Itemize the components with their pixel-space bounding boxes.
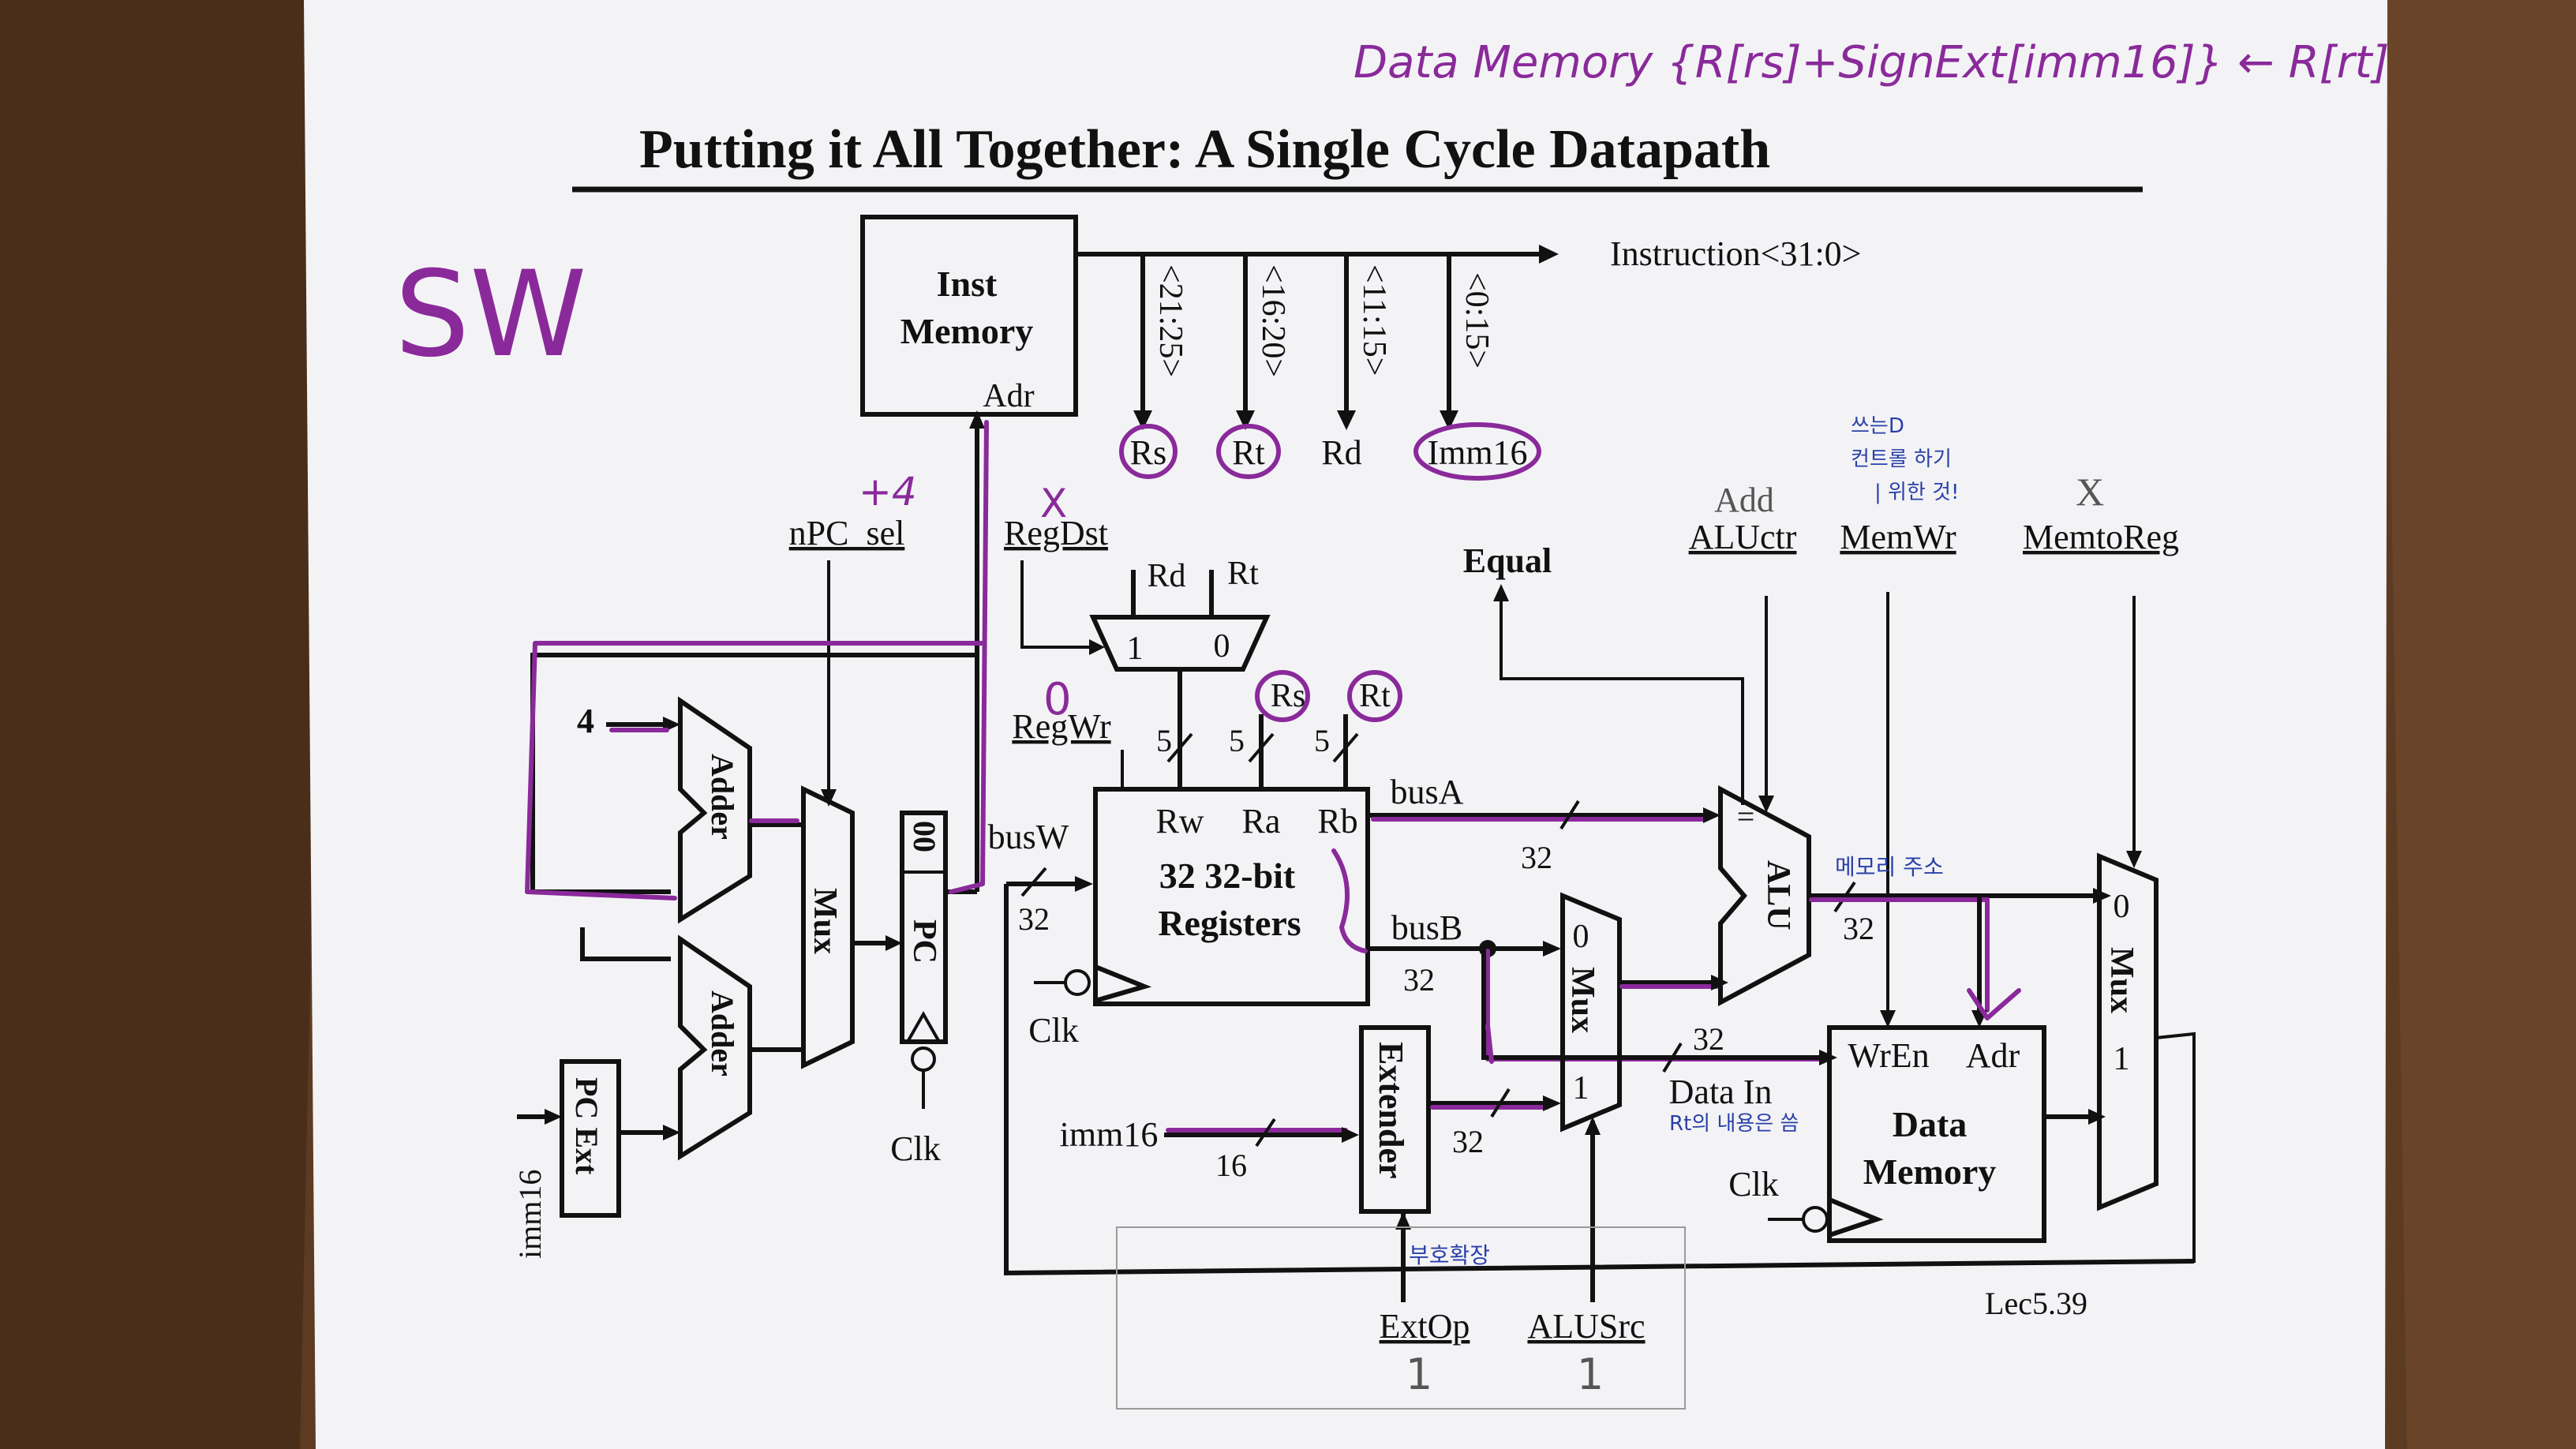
- reg-clk-label: Clk: [1028, 1011, 1079, 1050]
- field-rt-bits: <16:20>: [1255, 264, 1291, 377]
- reg-label-2: Registers: [1158, 903, 1301, 943]
- data-mem-clk-label: Clk: [1728, 1165, 1779, 1204]
- datain-note: Rt의 내용은 씀: [1669, 1112, 1799, 1136]
- extender-note: 부호확장: [1409, 1242, 1490, 1268]
- memtoreg-mux-label: Mux: [2103, 947, 2140, 1013]
- aluctr-value: Add: [1714, 481, 1774, 519]
- extop-label: ExtOp: [1380, 1307, 1470, 1346]
- alusrc-value: 1: [1577, 1350, 1604, 1399]
- constant-four: 4: [577, 702, 594, 740]
- pc-label: PC: [906, 919, 942, 964]
- alu-out-width: 32: [1843, 911, 1874, 946]
- regdst-mux-rd: Rd: [1147, 558, 1185, 594]
- field-rs: Rs: [1130, 433, 1166, 472]
- regdst-label: RegDst: [1004, 514, 1108, 552]
- imm16-width: 16: [1215, 1148, 1247, 1183]
- field-rs-bits: <21:25>: [1152, 264, 1189, 377]
- pc-ext-imm16: imm16: [512, 1170, 548, 1259]
- five-rw: 5: [1156, 723, 1172, 758]
- npc-mux-label: Mux: [807, 888, 843, 954]
- field-rt: Rt: [1232, 433, 1265, 472]
- equal-label: Equal: [1463, 541, 1552, 580]
- pc-ext-label: PC Ext: [569, 1077, 605, 1175]
- five-rb: 5: [1314, 723, 1330, 758]
- reg-ra: Ra: [1242, 802, 1281, 841]
- adder-bottom-label: Adder: [705, 990, 740, 1076]
- memwr-note-1: 쓰는D: [1851, 414, 1904, 438]
- field-rd-bits: <11:15>: [1356, 264, 1392, 376]
- aluctr-label: ALUctr: [1689, 518, 1797, 556]
- five-ra: 5: [1229, 723, 1245, 758]
- alu-label: ALU: [1760, 860, 1796, 930]
- slide-number: Lec5.39: [1985, 1286, 2087, 1321]
- reg-label-1: 32 32-bit: [1159, 856, 1296, 896]
- alusrc-mux-0: 0: [1573, 919, 1589, 955]
- data-mem-adr: Adr: [1966, 1036, 2020, 1075]
- npc-sel-label: nPC_sel: [789, 514, 905, 552]
- rtl-note: Data Memory {R[rs]+SignExt[imm16]} ← R[r…: [1354, 37, 2389, 88]
- busa-width: 32: [1521, 840, 1552, 875]
- inst-memory-adr: Adr: [983, 378, 1034, 414]
- data-in-label: Data In: [1669, 1073, 1773, 1111]
- busb-label: busB: [1391, 908, 1462, 947]
- busw-width: 32: [1018, 901, 1050, 937]
- busw-label: busW: [988, 818, 1069, 856]
- memtoreg-label: MemtoReg: [2023, 518, 2179, 556]
- table-shadow-left: [0, 0, 331, 1449]
- memwr-label: MemWr: [1840, 518, 1956, 556]
- reg-rb: Rb: [1317, 802, 1357, 841]
- alusrc-mux-label: Mux: [1564, 967, 1601, 1033]
- field-rd: Rd: [1321, 433, 1361, 472]
- alusrc-mux-1: 1: [1573, 1070, 1589, 1106]
- npc-sel-value: +4: [859, 469, 917, 515]
- alu-out-note: 메모리 주소: [1835, 854, 1944, 880]
- field-imm: Imm16: [1427, 433, 1527, 472]
- busa-label: busA: [1391, 773, 1464, 811]
- instruction-name: SW: [395, 246, 587, 384]
- instruction-bus-label: Instruction<31:0>: [1610, 234, 1861, 273]
- regdst-mux-1: 1: [1127, 631, 1144, 667]
- pc-reset-value: 00: [907, 821, 942, 852]
- data-mem-wren: WrEn: [1848, 1036, 1929, 1075]
- datain-width: 32: [1693, 1021, 1724, 1057]
- memtoreg-value: X: [2076, 470, 2104, 514]
- rt-circled-label: Rt: [1359, 678, 1391, 714]
- data-mem-label-1: Data: [1893, 1104, 1968, 1144]
- inst-memory-label-2: Memory: [900, 311, 1034, 351]
- memwr-note-3: | 위한 것!: [1874, 481, 1959, 504]
- adder-top-label: Adder: [705, 754, 740, 840]
- memtoreg-mux-0: 0: [2114, 889, 2130, 925]
- rs-circled-label: Rs: [1271, 678, 1305, 714]
- regdst-mux-0: 0: [1214, 628, 1230, 665]
- busb-width: 32: [1403, 962, 1435, 998]
- reg-rw: Rw: [1155, 802, 1204, 841]
- regwr-label: RegWr: [1012, 707, 1111, 746]
- data-mem-label-2: Memory: [1863, 1151, 1997, 1192]
- field-imm-bits: <0:15>: [1458, 272, 1495, 369]
- extender-label: Extender: [1372, 1042, 1410, 1179]
- page-title: Putting it All Together: A Single Cycle …: [639, 119, 1770, 180]
- imm16-label: imm16: [1060, 1115, 1159, 1154]
- memwr-note-2: 컨트롤 하기: [1851, 447, 1952, 471]
- table-shadow-right: [2383, 0, 2576, 1449]
- alusrc-label: ALUSrc: [1527, 1307, 1645, 1346]
- extop-value: 1: [1406, 1350, 1432, 1399]
- regdst-mux-rt: Rt: [1227, 556, 1259, 592]
- inst-memory-label-1: Inst: [937, 264, 998, 304]
- alu-equal-sign: =: [1737, 799, 1755, 834]
- extender-out-width: 32: [1452, 1124, 1484, 1159]
- pc-clk-label: Clk: [890, 1129, 941, 1168]
- memtoreg-mux-1: 1: [2114, 1041, 2130, 1077]
